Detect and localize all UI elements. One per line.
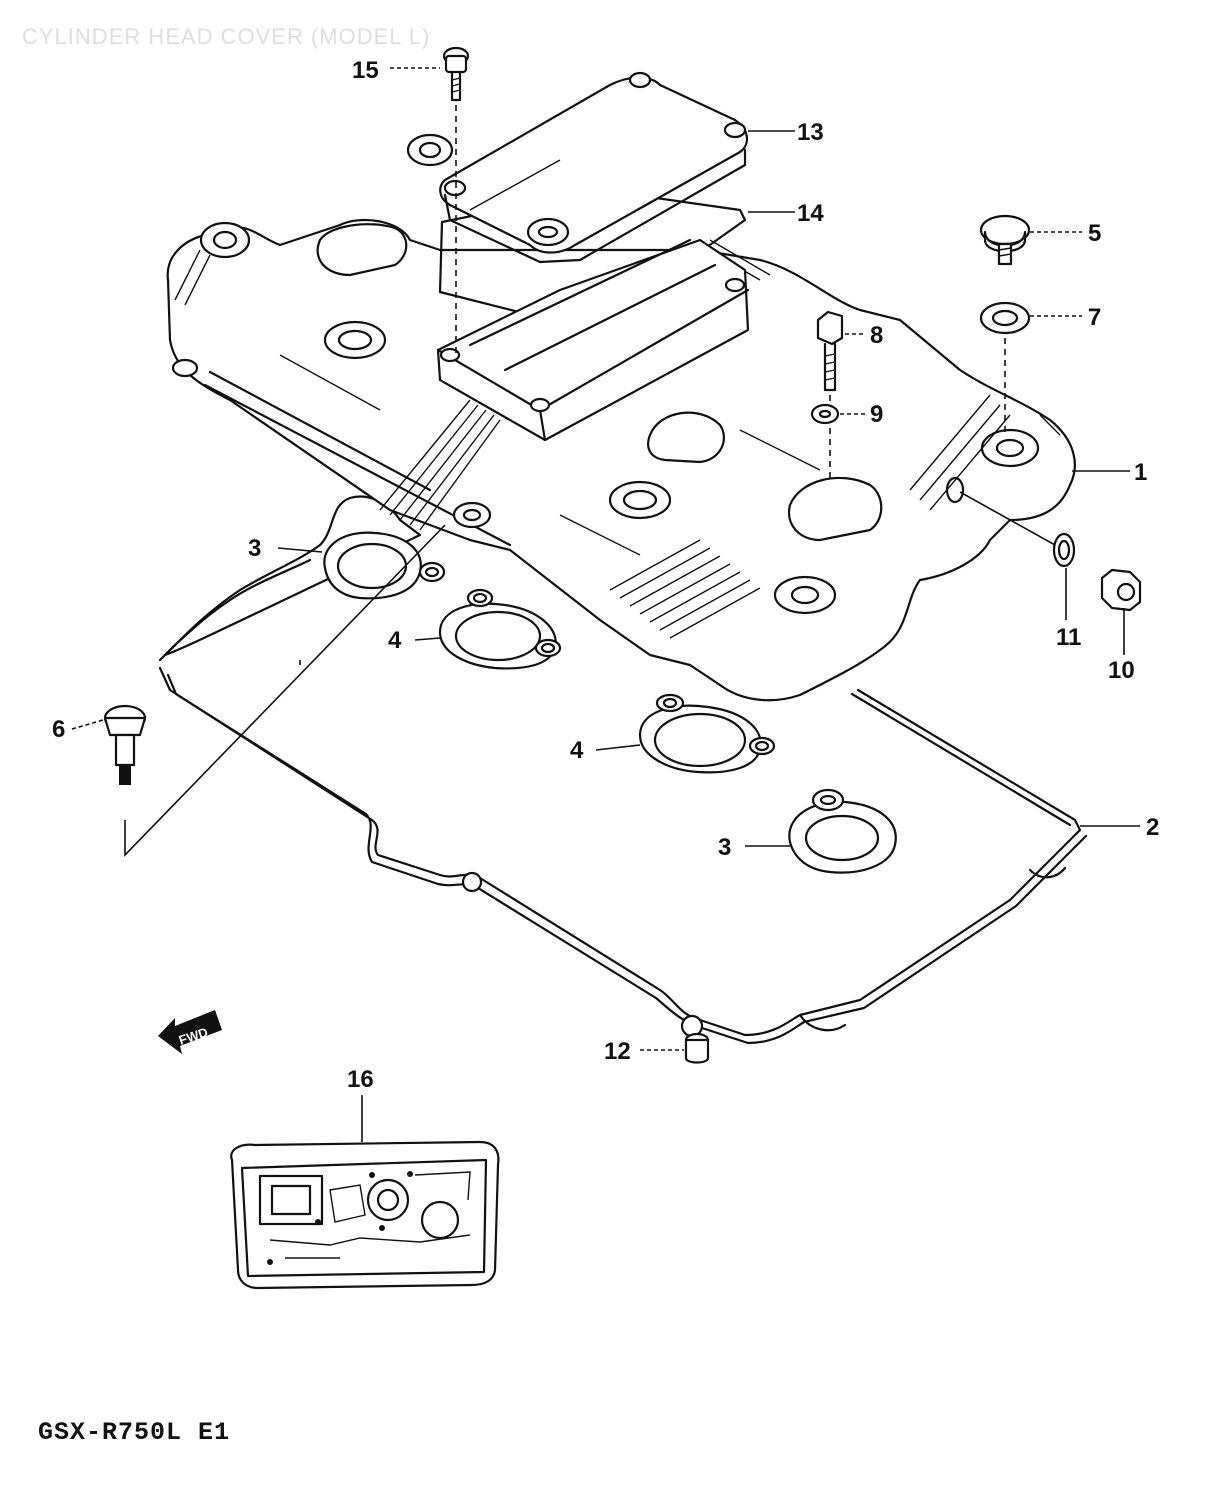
breather-cover [439,71,748,264]
callout-2: 2 [1146,814,1159,841]
callout-14: 14 [797,200,824,227]
callout-11: 11 [1056,624,1081,651]
cam-gasket-upper [438,588,562,670]
plug-hole-gasket-lower [788,788,897,874]
dowel-pin-12 [684,1032,710,1064]
o-ring-11 [959,491,1076,620]
callout-12: 12 [604,1038,631,1065]
callout-3-upper: 3 [248,535,261,562]
callout-7: 7 [1088,304,1101,331]
cover-screw-15 [442,46,470,355]
callout-labels: 15 13 14 5 7 8 9 1 3 11 4 10 6 4 2 3 12 … [52,57,1159,1093]
callout-4-upper: 4 [388,627,402,654]
callout-16: 16 [347,1066,374,1093]
leader-lines [71,67,1140,1051]
breather-housing [436,238,750,442]
callout-9: 9 [870,401,883,428]
bolt-6 [103,524,446,857]
callout-5: 5 [1088,220,1101,247]
callout-13: 13 [797,119,824,146]
model-code: GSX-R750L E1 [38,1418,231,1447]
callout-1: 1 [1134,459,1147,486]
plug-10 [1100,568,1142,612]
callout-6: 6 [52,716,65,743]
cooling-fins [174,239,1061,639]
callout-10: 10 [1108,657,1135,684]
cylinder-head-cover [166,133,1076,702]
callout-15: 15 [352,57,379,84]
seal-washer-7 [979,301,1031,432]
callout-4-lower: 4 [570,737,584,764]
bolt-8 [816,310,844,480]
forward-arrow-icon: FWD [158,1010,222,1054]
plug-hole-gasket-upper [323,531,446,600]
cap-bolt-5 [979,214,1031,266]
diagram-header: CYLINDER HEAD COVER (MODEL L) [22,24,431,49]
gasket-set-16 [230,1095,500,1290]
callout-8: 8 [870,322,883,349]
callout-3-lower: 3 [718,834,731,861]
cam-gasket-lower [638,693,776,774]
washer-9 [810,403,840,425]
